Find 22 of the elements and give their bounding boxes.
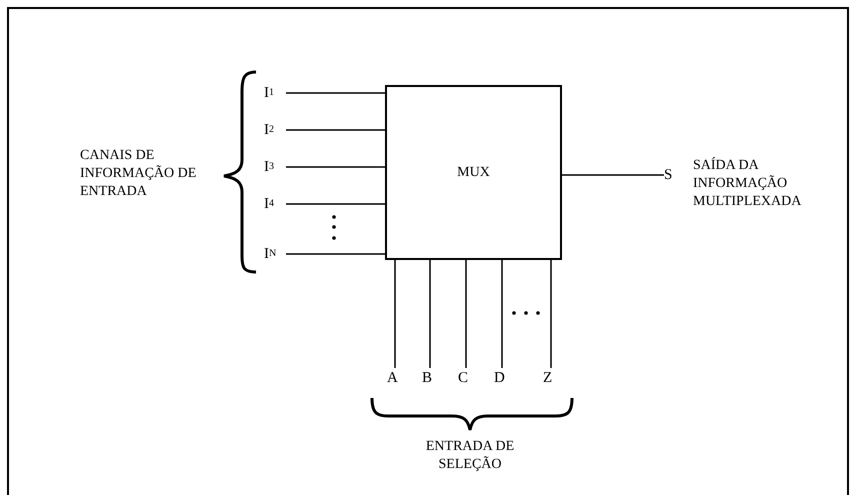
connector-line <box>562 174 664 176</box>
signal-label: C <box>458 368 474 388</box>
connector-line <box>286 166 385 168</box>
connector-line <box>286 253 385 255</box>
block-label: MUX <box>457 164 490 182</box>
caption-text: SAÍDA DA INFORMAÇÃO MULTIPLEXADA <box>693 157 802 211</box>
connector-line <box>286 203 385 205</box>
connector-line <box>286 92 385 94</box>
connector-line <box>394 260 396 368</box>
signal-label: A <box>387 368 403 388</box>
connector-line <box>286 129 385 131</box>
mux-block <box>385 85 562 260</box>
connector-line <box>429 260 431 368</box>
signal-label: S <box>664 166 678 184</box>
caption-text: CANAIS DE INFORMAÇÃO DE ENTRADA <box>80 147 198 201</box>
connector-line <box>465 260 467 368</box>
signal-label: B <box>422 368 438 388</box>
signal-label: Z <box>543 368 559 388</box>
connector-line <box>550 260 552 368</box>
caption-text: ENTRADA DE SELEÇÃO <box>424 438 516 474</box>
connector-line <box>501 260 503 368</box>
signal-label: D <box>494 368 510 388</box>
